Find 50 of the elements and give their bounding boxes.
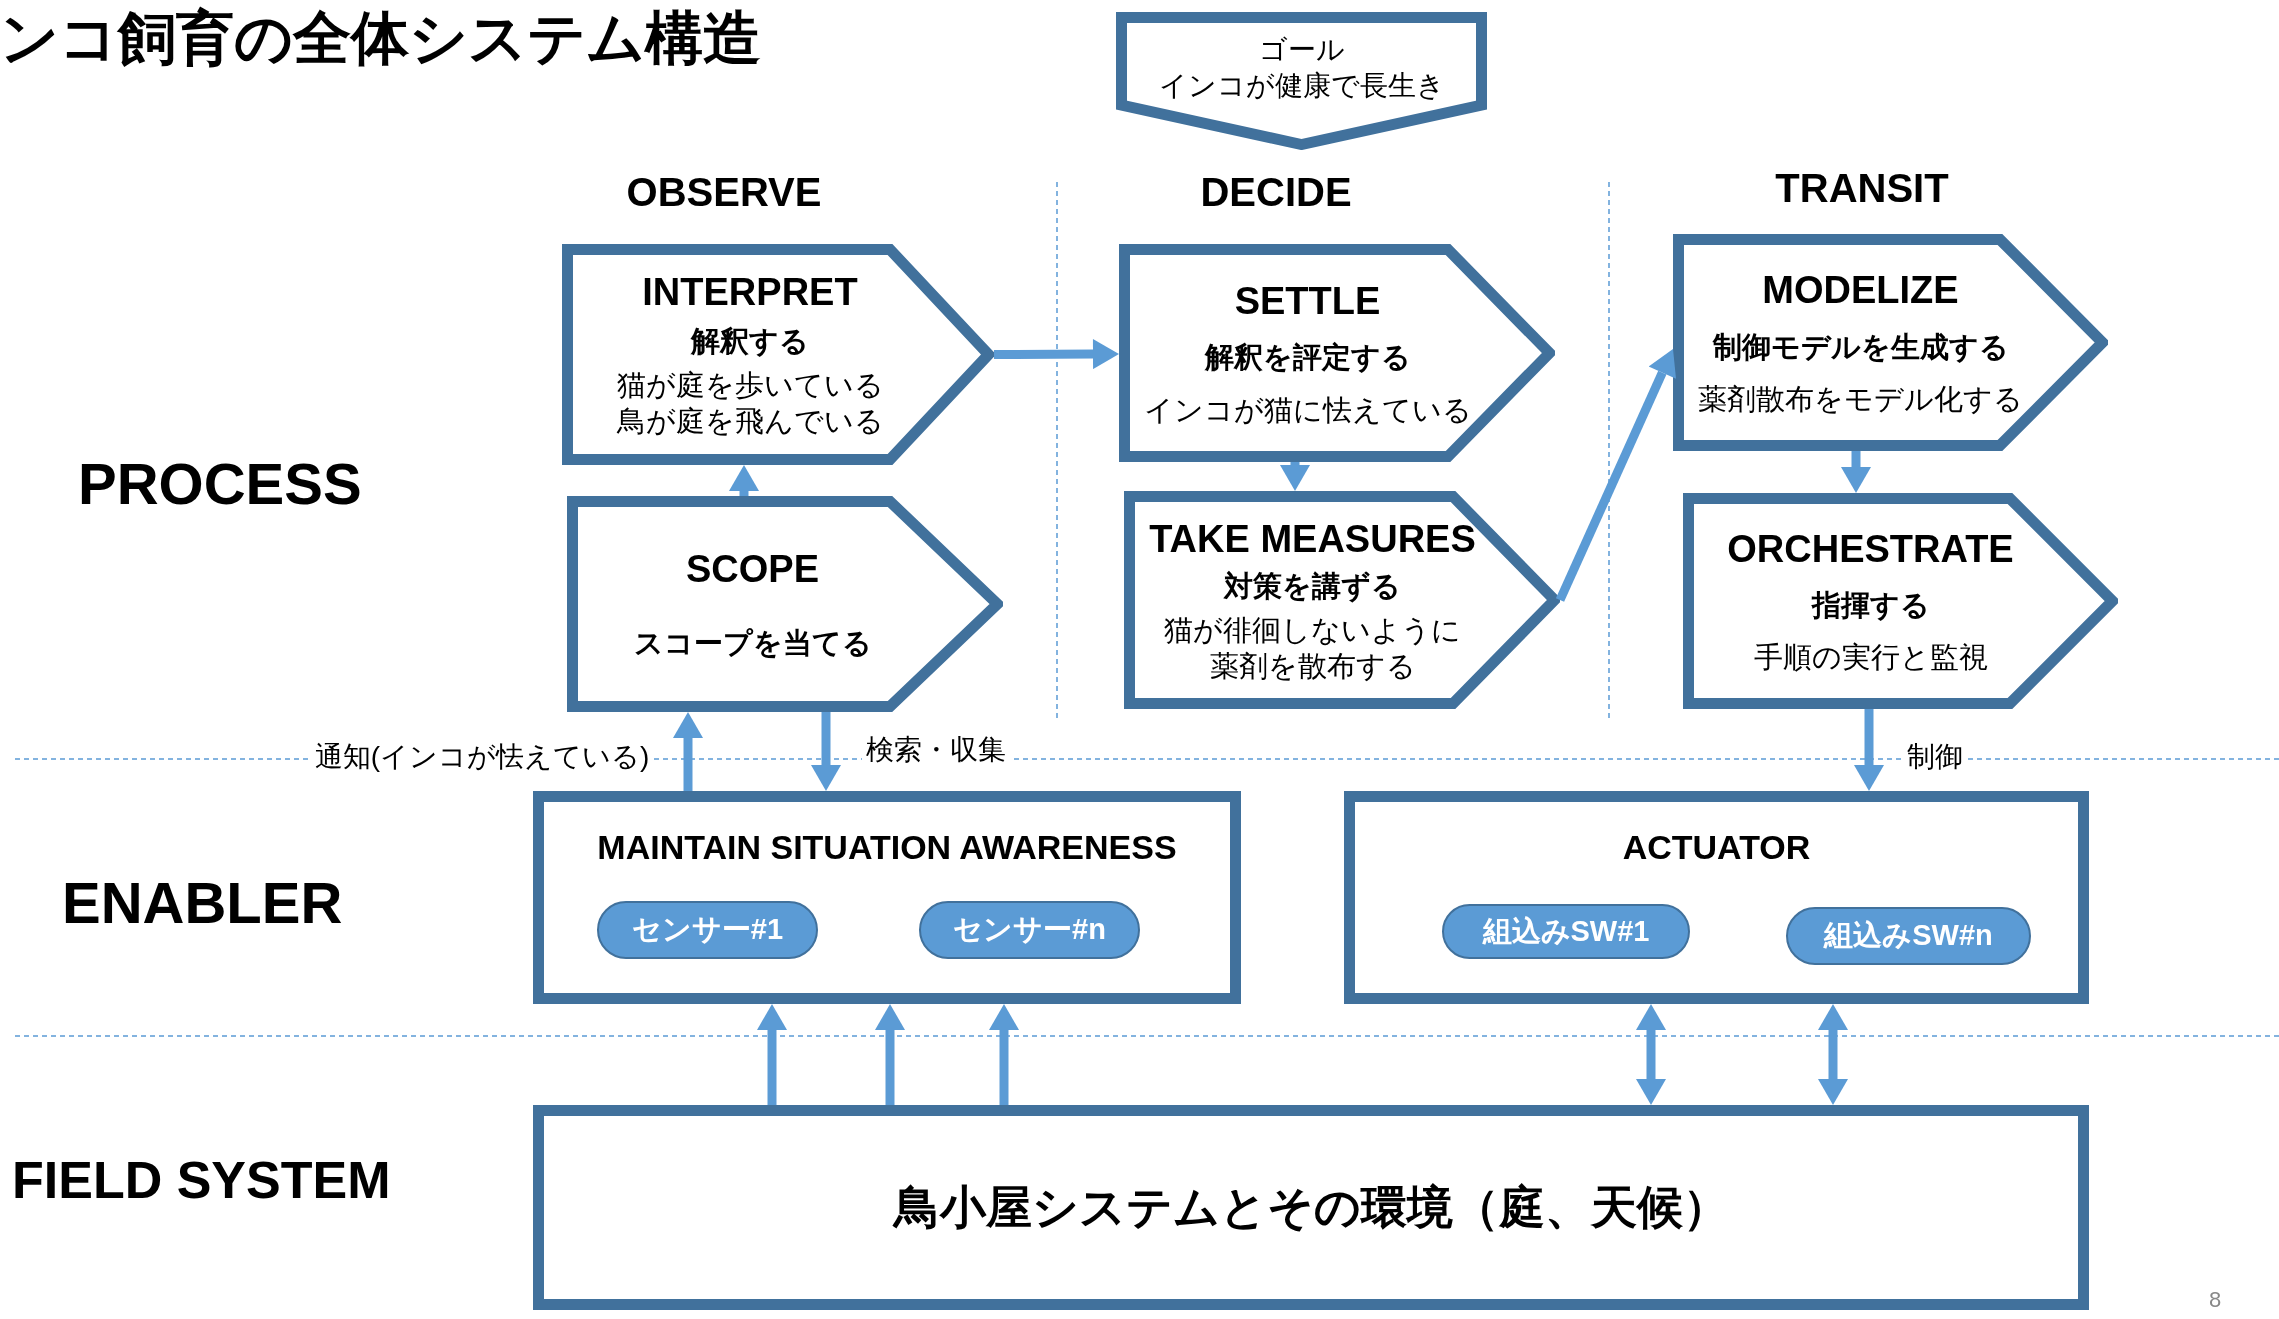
step-description: インコが猫に怯えている — [1143, 392, 1472, 428]
step-title: INTERPRET — [642, 270, 858, 315]
arrow — [673, 712, 703, 791]
arrow — [875, 1004, 905, 1105]
step-description: 手順の実行と監視 — [1753, 640, 1988, 675]
step-title: MODELIZE — [1762, 268, 1959, 313]
step-subtitle: 解釈を評定する — [1204, 340, 1411, 375]
layer-heading: ENABLER — [62, 869, 343, 938]
step-subtitle: 指揮する — [1811, 588, 1930, 623]
arrow — [1841, 451, 1871, 493]
step-description: 猫が庭を歩いている鳥が庭を飛んでいる — [615, 367, 885, 439]
arrow — [1636, 1004, 1666, 1105]
arrow — [811, 712, 841, 791]
step-title: SCOPE — [685, 547, 819, 592]
step-subtitle: 解釈する — [691, 323, 809, 359]
title: ンコ飼育の全体システム構造 — [0, 4, 761, 72]
arrow — [1818, 1004, 1848, 1105]
arrow — [994, 339, 1119, 370]
box-title: ACTUATOR — [1621, 828, 1812, 867]
component-chip: 組込みSW#n — [1786, 907, 2031, 965]
layer-heading: PROCESS — [78, 450, 362, 519]
arrow — [1555, 349, 1676, 602]
step-subtitle: スコープを当てる — [633, 625, 872, 661]
arrow — [729, 465, 759, 496]
step-subtitle: 制御モデルを生成する — [1712, 329, 2009, 365]
arrow — [1854, 709, 1884, 791]
column-heading: DECIDE — [1200, 169, 1352, 216]
goal-text: ゴール — [1258, 32, 1345, 67]
step-title: ORCHESTRATE — [1727, 527, 2014, 571]
component-chip: センサー#1 — [597, 901, 818, 959]
box-title: MAINTAIN SITUATION AWARENESS — [596, 828, 1178, 867]
goal-text: インコが健康で長生き — [1158, 68, 1445, 103]
field-system-box — [533, 1105, 2089, 1310]
page-number: 8 — [2208, 1286, 2222, 1314]
step-title: TAKE MEASURES — [1149, 516, 1476, 561]
column-heading: TRANSIT — [1775, 165, 1949, 212]
arrow — [1280, 462, 1310, 491]
step-subtitle: 対策を講ずる — [1224, 569, 1401, 604]
system-description: 鳥小屋システムとその環境（庭、天候） — [891, 1179, 1730, 1235]
enabler-box — [1344, 791, 2089, 1004]
enabler-box — [533, 791, 1241, 1004]
layer-heading: FIELD SYSTEM — [12, 1149, 391, 1211]
step-title: SETTLE — [1234, 278, 1381, 323]
component-chip: センサー#n — [919, 901, 1140, 959]
step-description: 猫が徘徊しないように薬剤を散布する — [1163, 612, 1462, 684]
column-heading: OBSERVE — [626, 169, 822, 216]
arrow — [989, 1004, 1019, 1105]
step-description: 薬剤散布をモデル化する — [1698, 381, 2023, 417]
component-chip: 組込みSW#1 — [1442, 904, 1690, 959]
arrow — [757, 1004, 787, 1105]
